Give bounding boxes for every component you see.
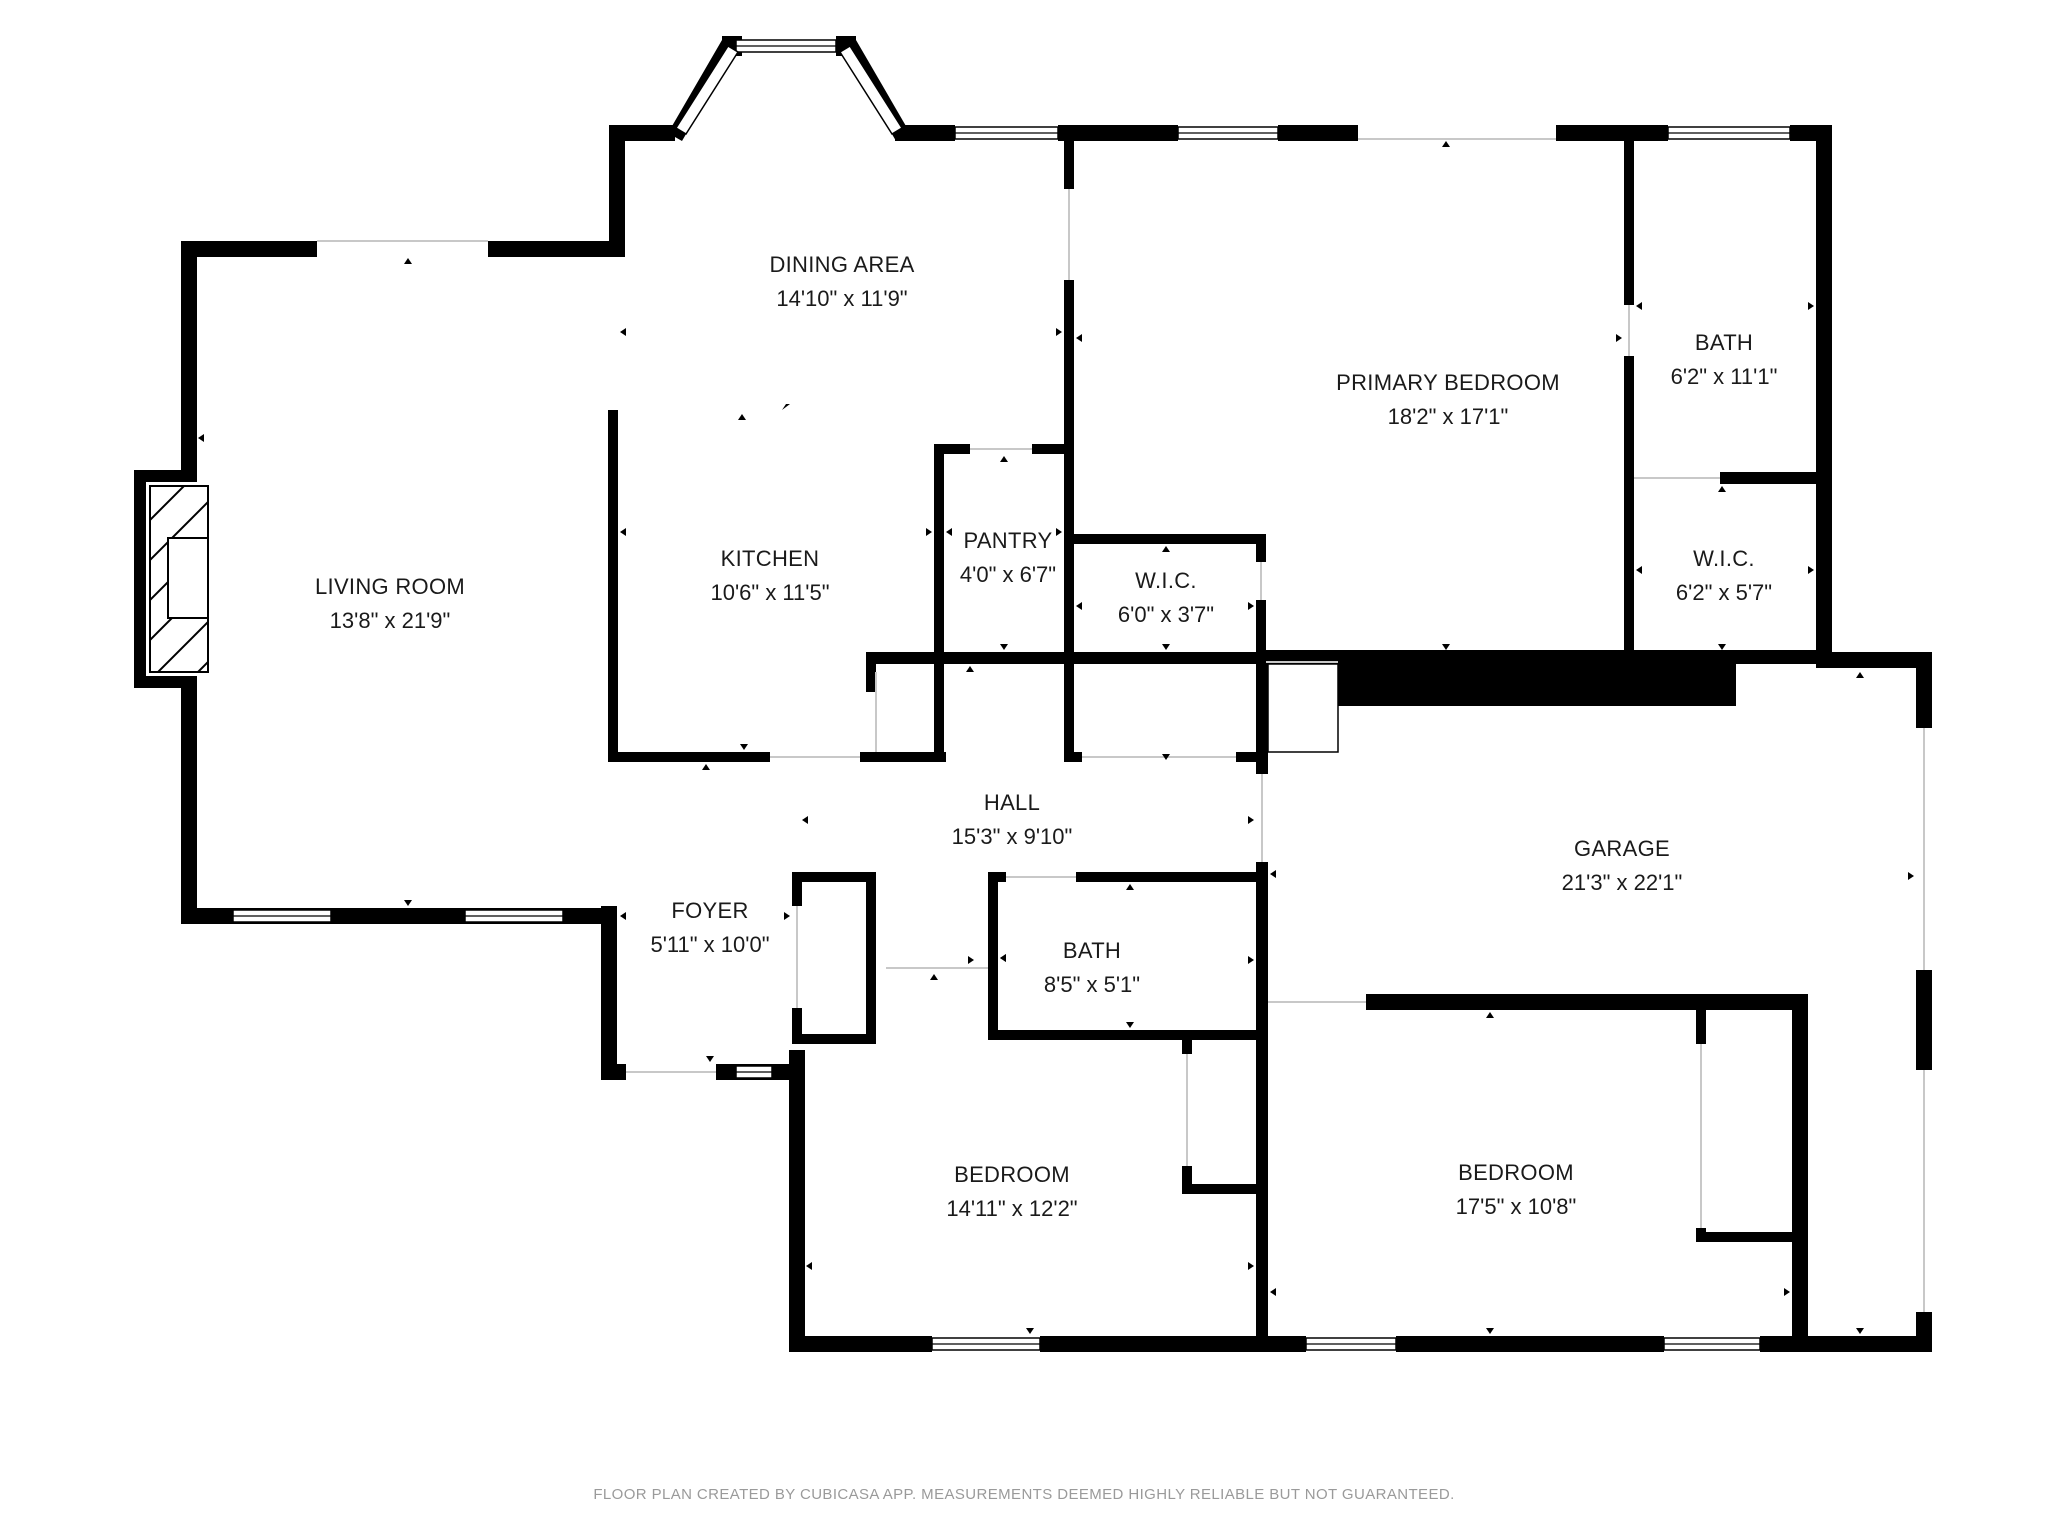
hall-wic-dims: 6'0" x 3'7" [1118, 602, 1214, 627]
garage-step [1267, 663, 1339, 753]
disclaimer-footer: FLOOR PLAN CREATED BY CUBICASA APP. MEAS… [593, 1486, 1455, 1503]
hall-dims: 15'3" x 9'10" [952, 824, 1073, 849]
living-room-name: LIVING ROOM [315, 574, 465, 599]
hall-bath-name: BATH [1063, 938, 1121, 963]
dining-area-dims: 14'10" x 11'9" [776, 286, 907, 311]
primary-bedroom-name: PRIMARY BEDROOM [1336, 370, 1560, 395]
kitchen-dims: 10'6" x 11'5" [710, 580, 829, 605]
garage-name: GARAGE [1574, 836, 1670, 861]
foyer-dims: 5'11" x 10'0" [650, 932, 769, 957]
interior-walls [608, 125, 1932, 1352]
windows [232, 39, 1791, 1351]
dimension-markers [198, 141, 1914, 1334]
primary-wic-name: W.I.C. [1693, 546, 1755, 571]
pantry-dims: 4'0" x 6'7" [960, 562, 1056, 587]
primary-bath-name: BATH [1695, 330, 1753, 355]
kitchen-name: KITCHEN [721, 546, 820, 571]
bedroom-left-dims: 14'11" x 12'2" [946, 1196, 1077, 1221]
primary-bedroom-dims: 18'2" x 17'1" [1388, 404, 1509, 429]
primary-bath-dims: 6'2" x 11'1" [1671, 364, 1778, 389]
foyer-name: FOYER [671, 898, 748, 923]
garage-dims: 21'3" x 22'1" [1562, 870, 1683, 895]
bedroom-right-name: BEDROOM [1458, 1160, 1574, 1185]
living-room-dims: 13'8" x 21'9" [330, 608, 451, 633]
hall-name: HALL [984, 790, 1040, 815]
dining-area-name: DINING AREA [769, 252, 914, 277]
openings [317, 138, 1925, 1312]
room-labels: DINING AREA 14'10" x 11'9" PRIMARY BEDRO… [315, 252, 1777, 1221]
bedroom-right-dims: 17'5" x 10'8" [1456, 1194, 1577, 1219]
bedroom-left-name: BEDROOM [954, 1162, 1070, 1187]
fireplace [134, 470, 209, 688]
pantry-name: PANTRY [963, 528, 1052, 553]
hall-wic-name: W.I.C. [1135, 568, 1197, 593]
primary-wic-dims: 6'2" x 5'7" [1676, 580, 1772, 605]
hall-bath-dims: 8'5" x 5'1" [1044, 972, 1140, 997]
